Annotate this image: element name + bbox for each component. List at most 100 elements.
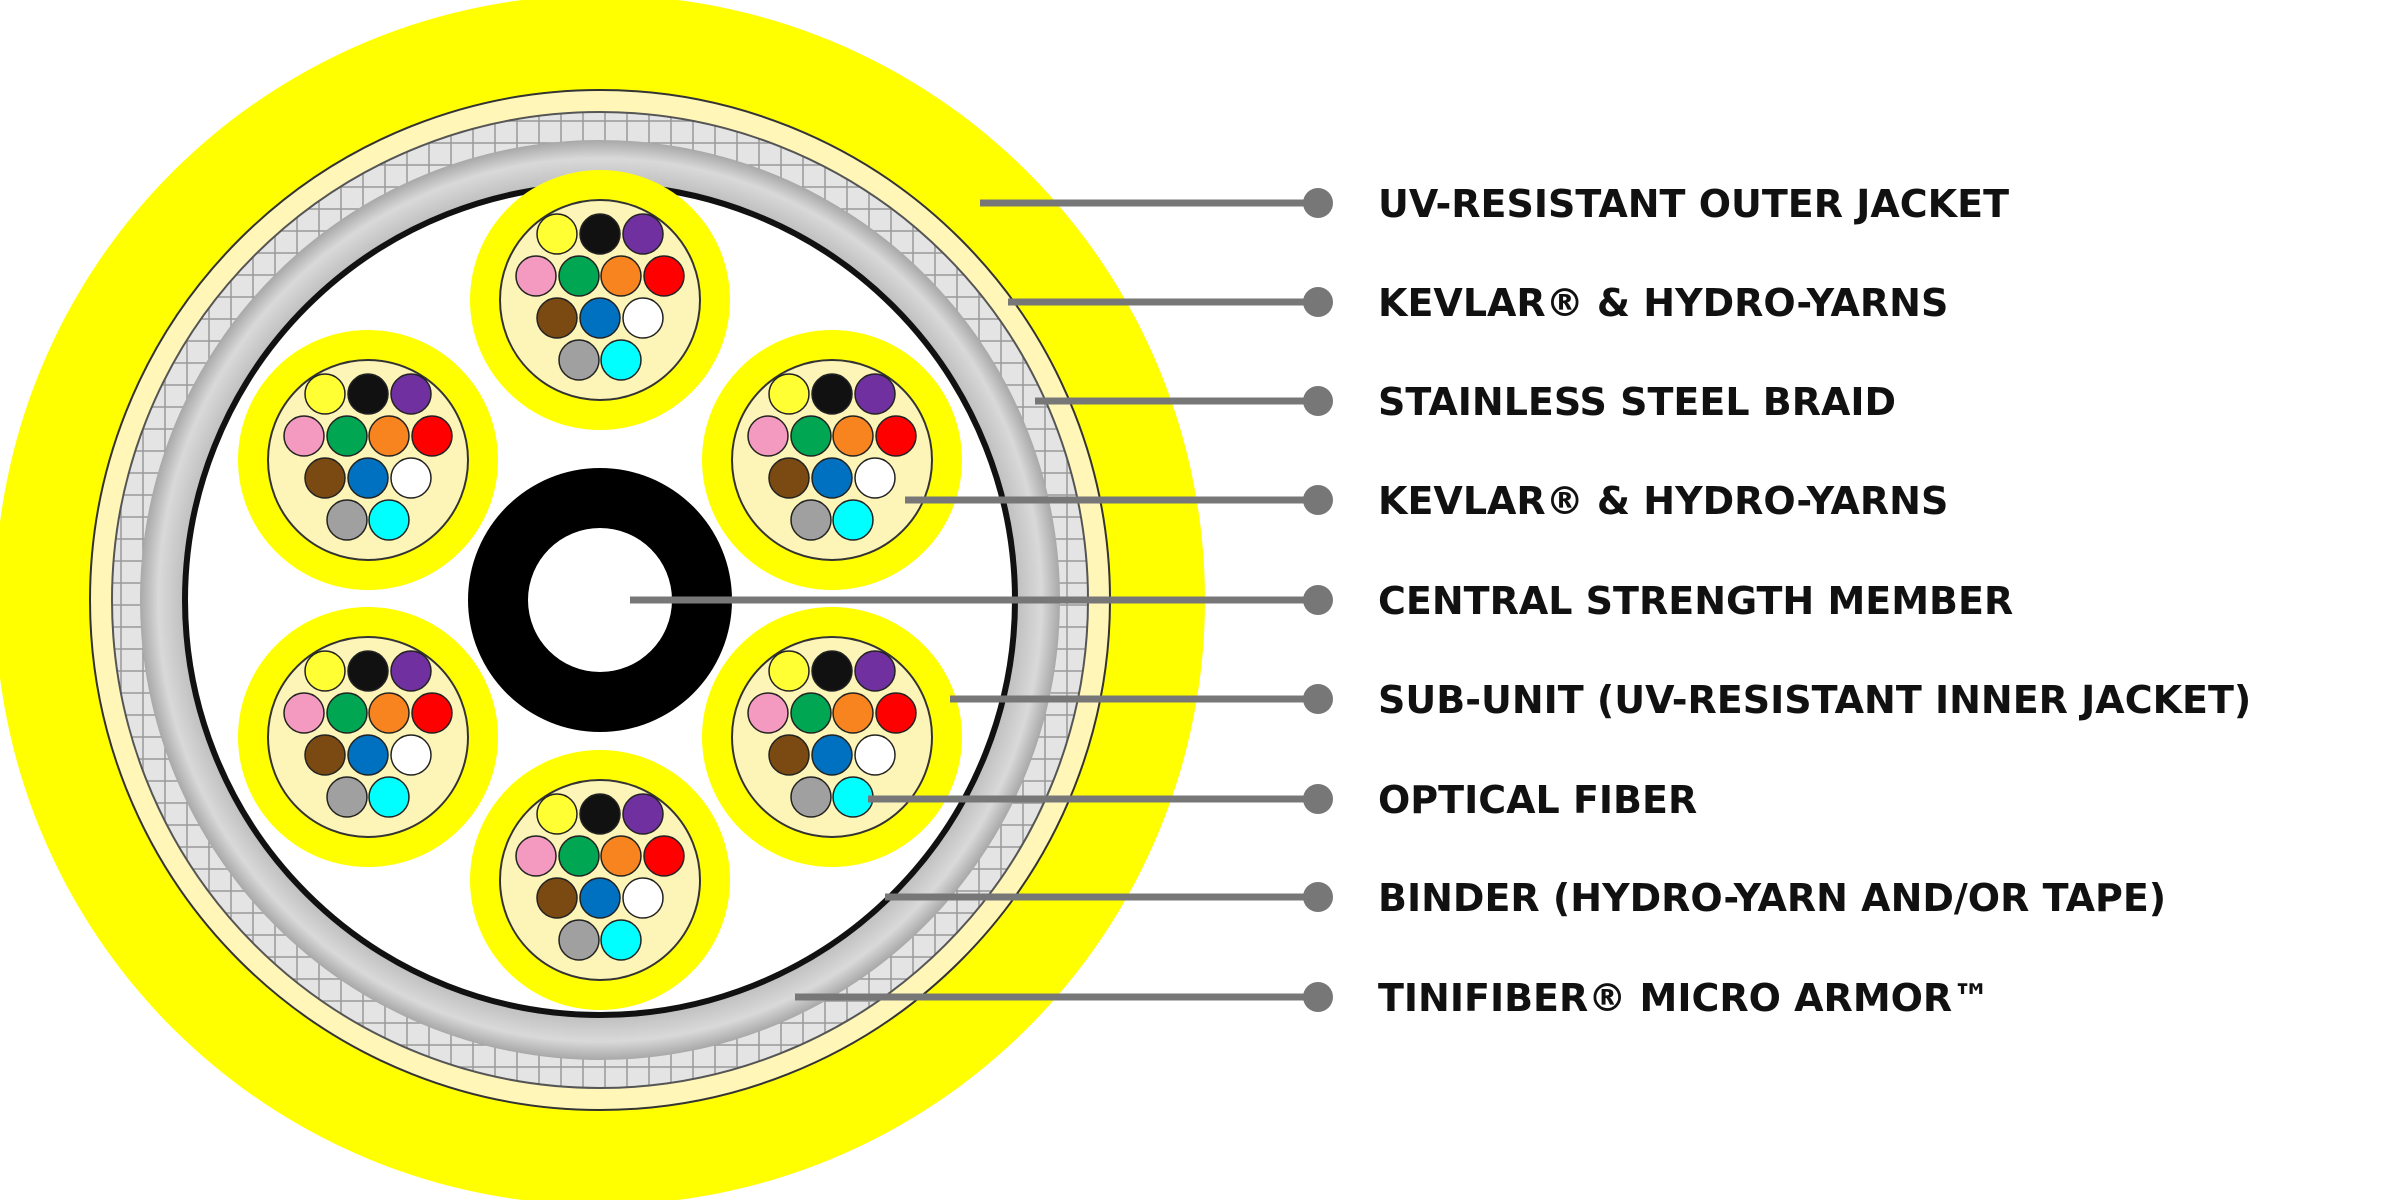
optical-fiber [854,457,896,499]
callout-label: OPTICAL FIBER [1378,778,1697,822]
optical-fiber [832,776,874,818]
subunit-2 [702,330,962,590]
optical-fiber [347,373,389,415]
optical-fiber [600,339,642,381]
optical-fiber [536,877,578,919]
optical-fiber [368,776,410,818]
callout-5: CENTRAL STRENGTH MEMBER [630,579,2013,623]
optical-fiber [326,415,368,457]
callout-label: BINDER (HYDRO-YARN AND/OR TAPE) [1378,876,2166,920]
optical-fiber [304,734,346,776]
optical-fiber [811,650,853,692]
subunit-5 [238,607,498,867]
optical-fiber [558,255,600,297]
optical-fiber [854,373,896,415]
optical-fiber [622,877,664,919]
optical-fiber [854,650,896,692]
callout-label: STAINLESS STEEL BRAID [1378,380,1896,424]
optical-fiber [643,835,685,877]
callout-2: KEVLAR® & HYDRO-YARNS [1008,281,1948,325]
optical-fiber [832,499,874,541]
optical-fiber [411,415,453,457]
optical-fiber [390,457,432,499]
optical-fiber [326,776,368,818]
optical-fiber [347,650,389,692]
optical-fiber [515,255,557,297]
optical-fiber [390,734,432,776]
leader-dot [1303,882,1333,912]
leader-dot [1303,585,1333,615]
optical-fiber [622,793,664,835]
optical-fiber [747,415,789,457]
optical-fiber [600,919,642,961]
optical-fiber [579,297,621,339]
leader-dot [1303,684,1333,714]
optical-fiber [643,255,685,297]
optical-fiber [536,297,578,339]
optical-fiber [326,692,368,734]
leader-dot [1303,784,1333,814]
optical-fiber [622,297,664,339]
optical-fiber [304,373,346,415]
optical-fiber [390,650,432,692]
optical-fiber [579,793,621,835]
optical-fiber [768,650,810,692]
optical-fiber [326,499,368,541]
callout-6: SUB-UNIT (UV-RESISTANT INNER JACKET) [950,678,2251,722]
callout-label: UV-RESISTANT OUTER JACKET [1378,182,2009,226]
subunits-group [238,170,962,1010]
optical-fiber [283,692,325,734]
callout-7: OPTICAL FIBER [868,778,1697,822]
optical-fiber [790,776,832,818]
optical-fiber [811,734,853,776]
optical-fiber [747,692,789,734]
optical-fiber [536,793,578,835]
optical-fiber [515,835,557,877]
optical-fiber [875,415,917,457]
optical-fiber [347,734,389,776]
callout-label: KEVLAR® & HYDRO-YARNS [1378,479,1948,523]
optical-fiber [790,499,832,541]
optical-fiber [600,835,642,877]
cable-cross-section [0,0,1205,1200]
callout-4: KEVLAR® & HYDRO-YARNS [905,479,1948,523]
optical-fiber [768,457,810,499]
optical-fiber [368,692,410,734]
optical-fiber [368,499,410,541]
optical-fiber [600,255,642,297]
optical-fiber [304,650,346,692]
optical-fiber [411,692,453,734]
subunit-1 [470,170,730,430]
central-strength-member-core [528,528,672,672]
optical-fiber [768,734,810,776]
optical-fiber [811,457,853,499]
optical-fiber [283,415,325,457]
optical-fiber [832,692,874,734]
callout-list: UV-RESISTANT OUTER JACKET KEVLAR® & HYDRO… [630,182,2251,1020]
subunit-4 [470,750,730,1010]
optical-fiber [579,877,621,919]
optical-fiber [558,339,600,381]
optical-fiber [536,213,578,255]
callout-1: UV-RESISTANT OUTER JACKET [980,182,2009,226]
optical-fiber [558,919,600,961]
callout-9: TINIFIBER® MICRO ARMOR™ [795,976,1990,1020]
leader-dot [1303,386,1333,416]
optical-fiber [790,692,832,734]
optical-fiber [832,415,874,457]
leader-dot [1303,982,1333,1012]
optical-fiber [768,373,810,415]
optical-fiber [854,734,896,776]
leader-dot [1303,287,1333,317]
callout-label: CENTRAL STRENGTH MEMBER [1378,579,2013,623]
optical-fiber [790,415,832,457]
optical-fiber [622,213,664,255]
optical-fiber [304,457,346,499]
callout-label: SUB-UNIT (UV-RESISTANT INNER JACKET) [1378,678,2251,722]
optical-fiber [579,213,621,255]
callout-label: TINIFIBER® MICRO ARMOR™ [1378,976,1990,1020]
optical-fiber [368,415,410,457]
optical-fiber [875,692,917,734]
subunit-6 [238,330,498,590]
